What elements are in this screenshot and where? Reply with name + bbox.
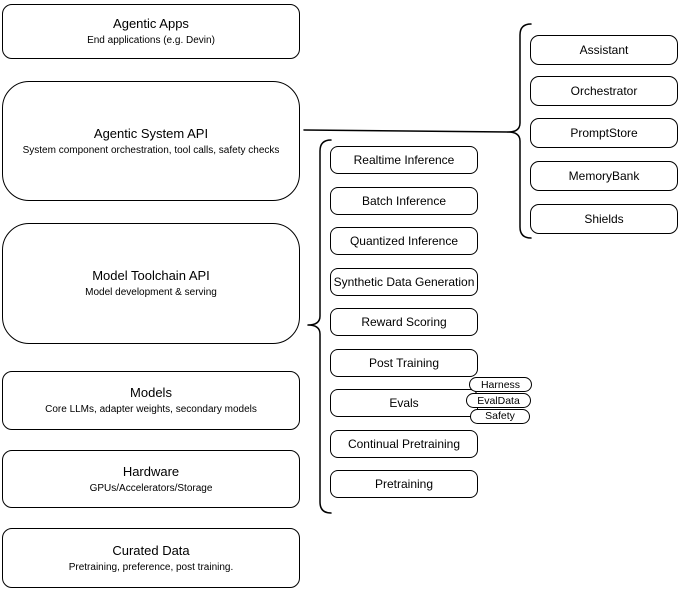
box-curated-data: Curated Data Pretraining, preference, po… bbox=[2, 528, 300, 588]
box-label: Realtime Inference bbox=[353, 153, 455, 167]
pill-safety: Safety bbox=[470, 408, 530, 424]
box-post-training: Post Training bbox=[330, 348, 478, 377]
box-orchestrator: Orchestrator bbox=[530, 76, 678, 106]
box-title: Agentic Apps bbox=[113, 16, 189, 31]
box-label: Quantized Inference bbox=[349, 234, 459, 248]
box-title: Model Toolchain API bbox=[92, 268, 210, 283]
box-reward-scoring: Reward Scoring bbox=[330, 308, 478, 336]
box-models: Models Core LLMs, adapter weights, secon… bbox=[2, 371, 300, 430]
box-label: PromptStore bbox=[570, 126, 638, 140]
box-subtitle: Model development & serving bbox=[85, 287, 217, 298]
box-evals: Evals bbox=[330, 389, 478, 417]
box-subtitle: Pretraining, preference, post training. bbox=[68, 561, 234, 573]
box-agentic-system-api: Agentic System API System component orch… bbox=[2, 81, 300, 201]
box-shields: Shields bbox=[530, 204, 678, 234]
box-label: Post Training bbox=[368, 355, 440, 370]
box-title: Hardware bbox=[122, 463, 180, 479]
box-label: Reward Scoring bbox=[361, 315, 447, 329]
pill-label: Harness bbox=[480, 378, 521, 391]
box-subtitle: End applications (e.g. Devin) bbox=[87, 35, 215, 46]
pill-label: EvalData bbox=[477, 394, 520, 407]
box-label: Continual Pretraining bbox=[347, 436, 461, 451]
brace-toolchain bbox=[307, 139, 332, 514]
box-synthetic-data-generation: Synthetic Data Generation bbox=[330, 267, 478, 296]
box-continual-pretraining: Continual Pretraining bbox=[330, 429, 478, 458]
box-label: MemoryBank bbox=[568, 169, 640, 183]
box-label: Shields bbox=[584, 212, 624, 226]
box-hardware: Hardware GPUs/Accelerators/Storage bbox=[2, 450, 300, 508]
box-label: Synthetic Data Generation bbox=[333, 274, 475, 289]
box-subtitle: Core LLMs, adapter weights, secondary mo… bbox=[45, 404, 257, 415]
box-label: Pretraining bbox=[374, 477, 434, 491]
box-memorybank: MemoryBank bbox=[530, 161, 678, 191]
box-label: Evals bbox=[389, 396, 419, 410]
box-subtitle: GPUs/Accelerators/Storage bbox=[89, 482, 213, 494]
box-label: Batch Inference bbox=[361, 193, 447, 208]
box-title: Models bbox=[130, 385, 172, 400]
box-title: Agentic System API bbox=[93, 125, 209, 141]
box-quantized-inference: Quantized Inference bbox=[330, 227, 478, 255]
pill-harness: Harness bbox=[469, 377, 532, 392]
box-agentic-apps: Agentic Apps End applications (e.g. Devi… bbox=[2, 4, 300, 59]
box-label: Orchestrator bbox=[570, 84, 638, 98]
pill-label: Safety bbox=[485, 410, 515, 422]
box-model-toolchain-api: Model Toolchain API Model development & … bbox=[2, 223, 300, 344]
box-assistant: Assistant bbox=[530, 35, 678, 65]
box-pretraining: Pretraining bbox=[330, 470, 478, 498]
box-realtime-inference: Realtime Inference bbox=[330, 146, 478, 174]
box-subtitle: System component orchestration, tool cal… bbox=[22, 144, 280, 156]
box-promptstore: PromptStore bbox=[530, 118, 678, 148]
box-batch-inference: Batch Inference bbox=[330, 186, 478, 215]
connector-system-api-line bbox=[303, 129, 509, 133]
box-label: Assistant bbox=[579, 43, 629, 57]
brace-system-components bbox=[507, 23, 532, 239]
box-title: Curated Data bbox=[112, 542, 190, 558]
pill-evaldata: EvalData bbox=[466, 393, 531, 408]
